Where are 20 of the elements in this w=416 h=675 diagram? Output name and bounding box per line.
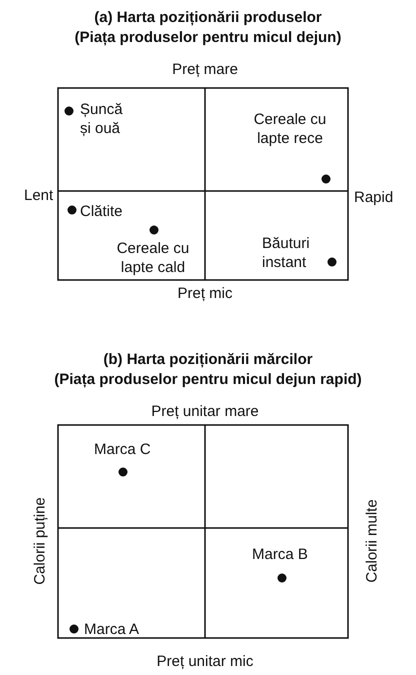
panel-title: (b) Harta poziționării mărcilor <box>103 350 313 369</box>
point-label: Șuncă și ouă <box>80 100 124 138</box>
axis-label: Calorii puține <box>30 497 50 585</box>
axis-label: Preț mare <box>172 60 238 79</box>
point-label: Marca C <box>94 440 151 459</box>
point-label: Cereale cu lapte cald <box>116 239 190 277</box>
panel-subtitle: (Piața produselor pentru micul dejun) <box>74 28 342 47</box>
point-label: Băuturi instant <box>262 234 311 272</box>
point-label: Marca B <box>252 545 308 564</box>
point-label: Clătite <box>80 202 123 221</box>
axis-label: Lent <box>24 186 54 205</box>
panel-subtitle: (Piața produselor pentru micul dejun rapid) <box>54 370 362 389</box>
axis-label: Calorii multe <box>362 499 382 583</box>
point-label: Cereale cu lapte rece <box>252 110 328 148</box>
axis-label: Preț mic <box>178 284 232 303</box>
axis-label: Rapid <box>354 188 394 207</box>
axis-label: Preț unitar mare <box>151 402 259 421</box>
panel-title: (a) Harta poziționării produselor <box>94 8 322 27</box>
point-label: Marca A <box>84 620 140 639</box>
axis-label: Preț unitar mic <box>156 652 254 671</box>
